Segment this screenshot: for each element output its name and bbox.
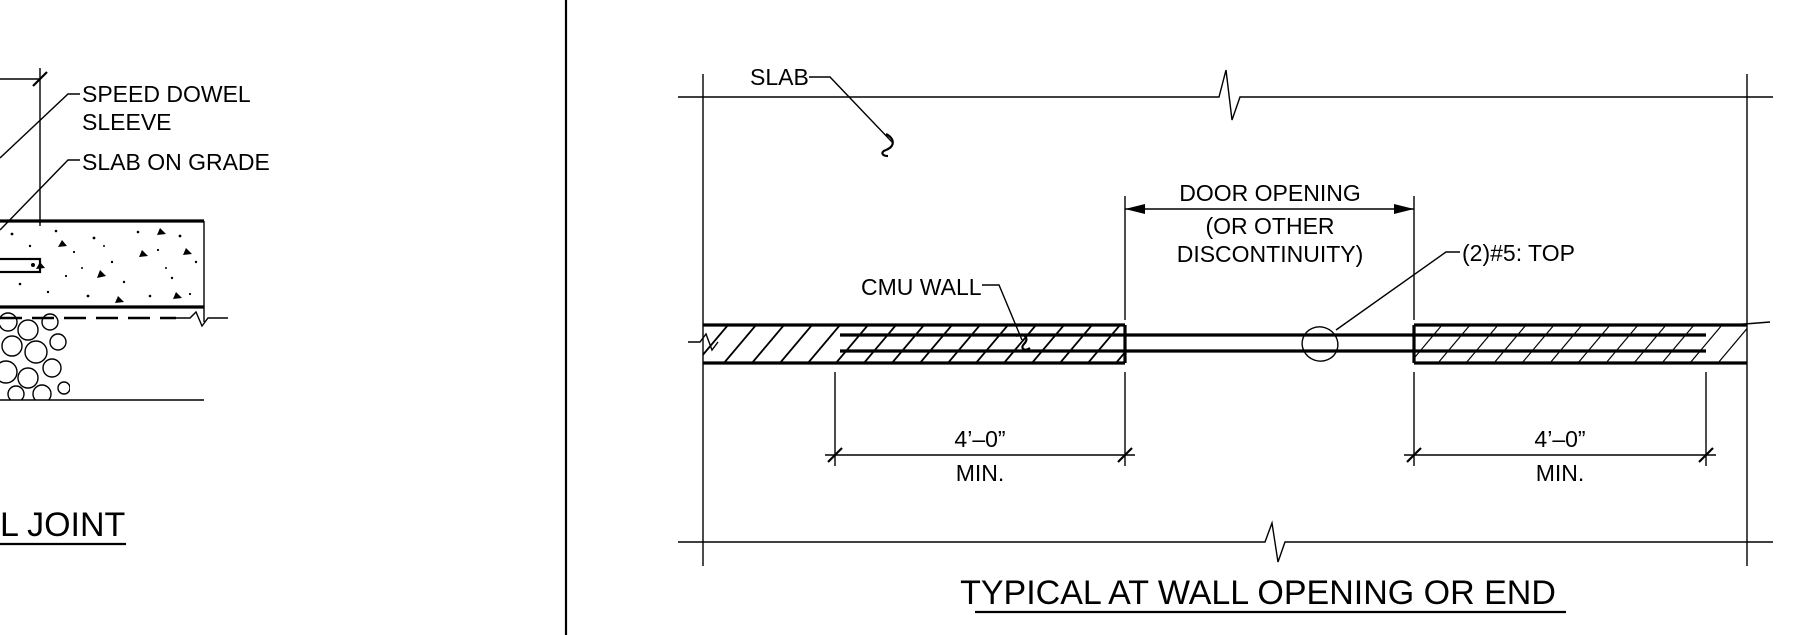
right-dim-value: 4’–0” bbox=[1534, 426, 1585, 452]
door-opening-label-line3: DISCONTINUITY) bbox=[1177, 241, 1364, 267]
left-wall-hatch bbox=[703, 325, 1125, 363]
right-wall-hatch bbox=[1414, 325, 1747, 363]
wall-left-break bbox=[688, 332, 719, 352]
speed-dowel-label-line1: SPEED DOWEL bbox=[82, 81, 251, 107]
slab-on-grade-leader bbox=[0, 159, 80, 231]
door-opening-label-line2: (OR OTHER bbox=[1205, 213, 1334, 239]
door-arrow-right bbox=[1394, 204, 1414, 214]
gravel-fill bbox=[0, 312, 70, 400]
right-dim-tick-2 bbox=[1698, 447, 1714, 463]
cmu-wall-leader bbox=[982, 284, 1023, 341]
rebar-label: (2)#5: TOP bbox=[1462, 240, 1575, 266]
right-detail: SLAB bbox=[678, 64, 1773, 614]
slab-leader-squiggle bbox=[881, 133, 894, 158]
rebar-callout-leader bbox=[1335, 251, 1460, 331]
slab-top-line bbox=[678, 69, 1773, 121]
left-dim-tick-1 bbox=[827, 447, 843, 463]
left-dim-note: MIN. bbox=[956, 460, 1005, 486]
left-detail: SPEED DOWEL SLEEVE SLAB ON GRADE bbox=[0, 68, 270, 546]
speed-dowel-label-line2: SLEEVE bbox=[82, 109, 172, 135]
cmu-wall-label: CMU WALL bbox=[861, 274, 982, 300]
rebar-callout-circle bbox=[1301, 326, 1339, 362]
left-detail-title: L JOINT bbox=[0, 506, 125, 544]
door-opening-label-line1: DOOR OPENING bbox=[1179, 180, 1360, 206]
slab-on-grade-label: SLAB ON GRADE bbox=[82, 149, 270, 175]
right-detail-title: TYPICAL AT WALL OPENING OR END bbox=[960, 574, 1556, 612]
door-arrow-left bbox=[1125, 204, 1145, 214]
wall-right-break bbox=[1731, 321, 1771, 326]
left-dim-tick-2 bbox=[1117, 447, 1133, 463]
dowel-sleeve bbox=[0, 257, 42, 274]
left-dim-value: 4’–0” bbox=[954, 426, 1005, 452]
slab-bottom-line bbox=[678, 520, 1773, 563]
cmu-wall-leader-squiggle bbox=[1015, 333, 1031, 351]
slab-label: SLAB bbox=[750, 64, 809, 90]
break-symbol bbox=[176, 310, 228, 328]
right-dim-note: MIN. bbox=[1536, 460, 1585, 486]
speed-dowel-leader bbox=[0, 93, 80, 159]
right-dim-tick-1 bbox=[1406, 447, 1422, 463]
concrete-stipple bbox=[10, 228, 198, 303]
slab-leader bbox=[809, 76, 893, 143]
dowel-end bbox=[31, 263, 35, 267]
